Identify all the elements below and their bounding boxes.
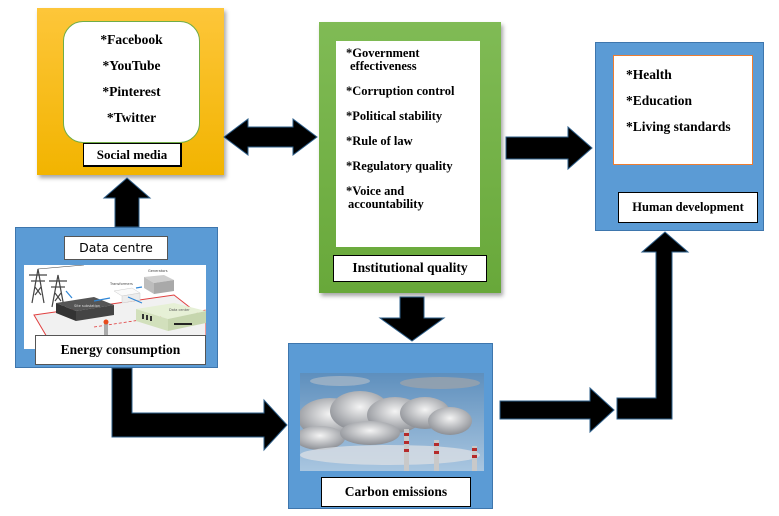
smokestacks-photo xyxy=(295,373,484,471)
generators-caption: Generators xyxy=(148,269,168,273)
energy-consumption-box: Data centre Site substation xyxy=(15,227,218,368)
generator-icon: Generators xyxy=(144,269,174,294)
substation-caption: Site substation xyxy=(74,304,100,308)
power-pylon-icon xyxy=(29,264,85,308)
data-centre-title: Data centre xyxy=(64,236,168,260)
institutional-item: *Regulatory quality xyxy=(346,160,480,173)
human-development-label: Human development xyxy=(618,192,758,223)
item-line: *Rule of law xyxy=(346,134,413,148)
item-line: *Voice and xyxy=(346,184,405,198)
social-item: *Facebook xyxy=(100,32,163,47)
arrow-institutional-to-human xyxy=(505,125,593,171)
institutional-item: *Voice and accountability xyxy=(346,185,480,211)
institutional-quality-box: *Government effectiveness *Corruption co… xyxy=(319,22,501,293)
social-item: *Twitter xyxy=(106,110,157,125)
energy-consumption-label: Energy consumption xyxy=(35,335,206,365)
human-development-list: *Health *Education *Living standards xyxy=(613,55,753,165)
double-arrow-social-institutional xyxy=(223,118,318,156)
social-item: *Pinterest xyxy=(102,84,161,99)
social-media-list: *Facebook *YouTube *Pinterest *Twitter xyxy=(63,21,200,143)
smokestacks-graphic xyxy=(295,373,484,471)
arrow-datacentre-to-social xyxy=(102,177,152,228)
institutional-quality-label: Institutional quality xyxy=(333,255,487,282)
arrow-carbon-to-human xyxy=(499,386,615,434)
arrow-up-to-human xyxy=(616,231,690,420)
carbon-emissions-label: Carbon emissions xyxy=(321,477,471,507)
item-line: *Regulatory quality xyxy=(346,159,453,173)
institutional-quality-list: *Government effectiveness *Corruption co… xyxy=(336,41,480,247)
smoke-cloud xyxy=(295,391,472,450)
data-center-building-icon: Data center xyxy=(136,303,206,331)
institutional-item: *Political stability xyxy=(346,110,480,123)
data-center-caption: Data center xyxy=(169,308,190,312)
arrow-energy-to-carbon xyxy=(111,367,288,452)
smokestack-icon xyxy=(404,429,477,471)
human-development-box: *Health *Education *Living standards Hum… xyxy=(595,42,764,231)
institutional-item: *Government effectiveness xyxy=(346,47,480,73)
carbon-emissions-box: Carbon emissions xyxy=(288,343,493,509)
arrow-institutional-to-carbon xyxy=(378,296,446,342)
transformers-caption: Transformers xyxy=(109,282,133,286)
item-line: *Corruption control xyxy=(346,84,455,98)
social-item: *YouTube xyxy=(102,58,161,73)
item-line: *Government xyxy=(346,46,420,60)
human-item: *Health xyxy=(626,67,672,82)
human-item: *Education xyxy=(626,93,693,108)
item-line: *Political stability xyxy=(346,109,443,123)
social-media-label: Social media xyxy=(83,143,182,167)
social-media-box: *Facebook *YouTube *Pinterest *Twitter S… xyxy=(37,8,224,175)
institutional-item: *Rule of law xyxy=(346,135,480,148)
item-line: effectiveness xyxy=(350,59,417,73)
institutional-item: *Corruption control xyxy=(346,85,480,98)
item-line: accountability xyxy=(348,197,424,211)
human-item: *Living standards xyxy=(626,119,731,134)
